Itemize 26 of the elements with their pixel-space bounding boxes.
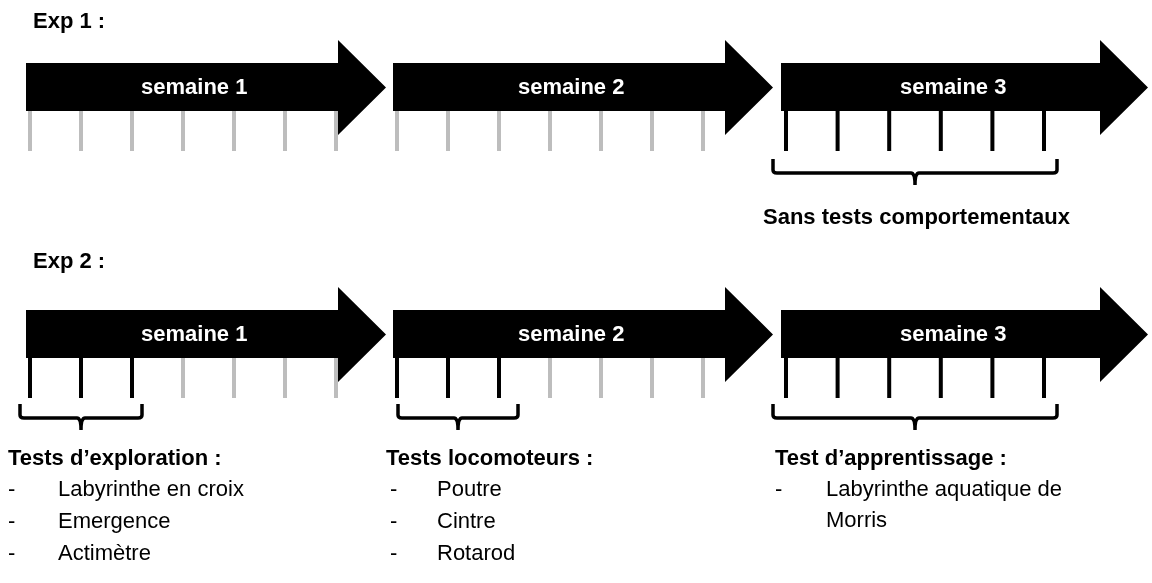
experiment-heading: Exp 1 :: [33, 7, 106, 35]
list-item: Labyrinthe en croix: [58, 475, 244, 503]
week-label: semaine 3: [900, 74, 1007, 100]
list-item: Poutre: [437, 475, 502, 503]
list-item: Cintre: [437, 507, 496, 535]
experiment-heading: Exp 2 :: [33, 247, 106, 275]
week-label: semaine 1: [141, 321, 248, 347]
week-label: semaine 2: [518, 321, 625, 347]
list-dash: -: [775, 475, 783, 503]
group-heading: Test d’apprentissage :: [775, 444, 1007, 472]
week-label: semaine 2: [518, 74, 625, 100]
week-label: semaine 1: [141, 74, 248, 100]
list-dash: -: [8, 539, 16, 567]
group-heading: Tests locomoteurs :: [386, 444, 594, 472]
list-dash: -: [390, 507, 398, 535]
list-dash: -: [390, 539, 398, 567]
annotation: Sans tests comportementaux: [763, 203, 1070, 231]
list-item: Labyrinthe aquatique de Morris: [826, 475, 1064, 534]
group-heading: Tests d’exploration :: [8, 444, 222, 472]
list-dash: -: [390, 475, 398, 503]
list-item: Rotarod: [437, 539, 516, 567]
list-item: Actimètre: [58, 539, 151, 567]
list-item: Emergence: [58, 507, 171, 535]
list-dash: -: [8, 507, 16, 535]
list-dash: -: [8, 475, 16, 503]
week-label: semaine 3: [900, 321, 1007, 347]
